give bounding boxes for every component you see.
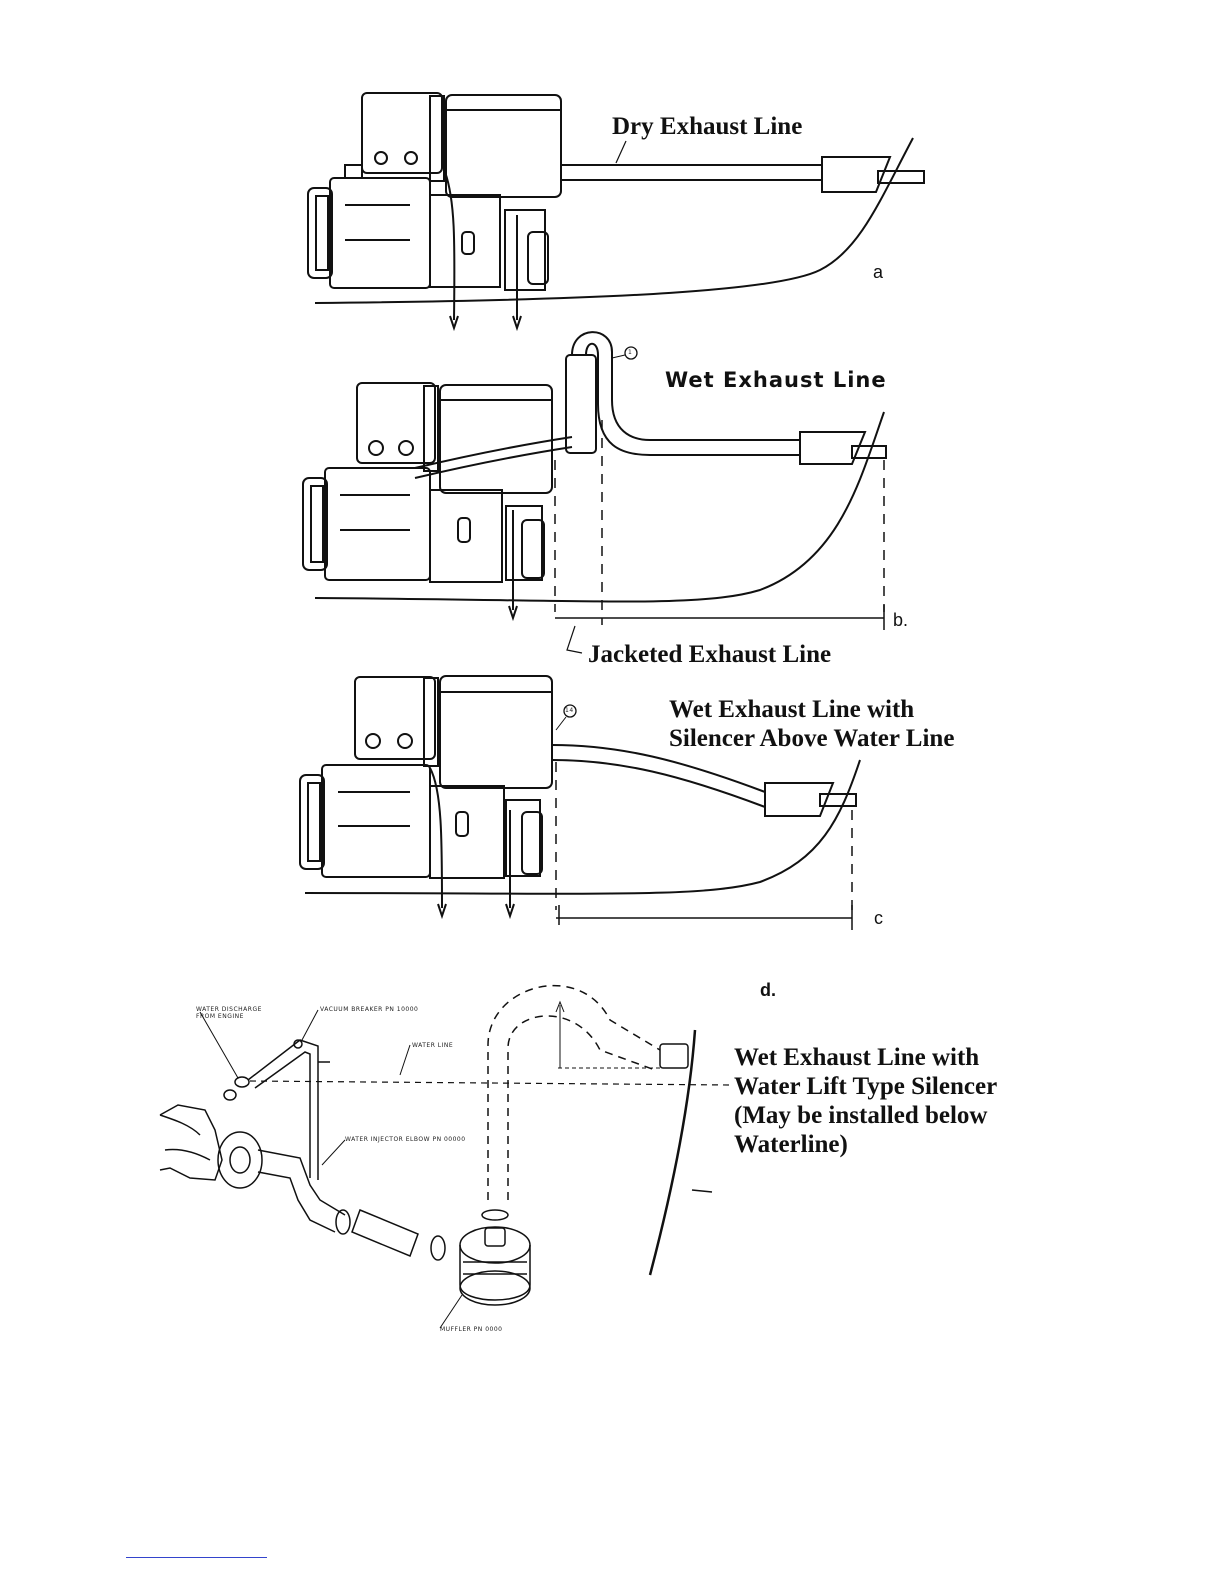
label-dry-exhaust-line: Dry Exhaust Line xyxy=(612,113,803,140)
hull-a xyxy=(314,137,914,304)
small-label-vacuum-breaker: VACUUM BREAKER PN 10000 xyxy=(320,1006,419,1013)
engine-c xyxy=(299,675,553,920)
hull-d xyxy=(648,1029,697,1276)
label-water-lift-line4: Waterline) xyxy=(734,1131,848,1158)
water-lift-muffler xyxy=(459,1209,531,1306)
footer-rule xyxy=(126,1557,267,1558)
figure-letter-c: c xyxy=(874,908,883,928)
vacuum-breaker-loop xyxy=(247,1039,319,1180)
figure-letter-d: d. xyxy=(760,980,776,1000)
label-wet-exhaust-silencer-line2: Silencer Above Water Line xyxy=(669,725,955,752)
figure-d-drawing xyxy=(159,984,731,1329)
small-label-water-line: WATER LINE xyxy=(412,1042,454,1049)
figure-letter-b: b. xyxy=(893,610,909,630)
hull-c xyxy=(304,759,861,895)
engine-a xyxy=(307,92,562,332)
label-wet-exhaust-silencer-line1: Wet Exhaust Line with xyxy=(669,696,915,723)
small-label-water-discharge: WATER DISCHARGE FROM ENGINE xyxy=(196,1006,262,1020)
figure-c-drawing xyxy=(299,675,861,930)
wet-pipe-c xyxy=(551,704,857,817)
engine-block-d xyxy=(159,1104,223,1181)
part-number-b: 1 xyxy=(628,349,633,356)
label-wet-exhaust-line: Wet Exhaust Line xyxy=(665,368,887,392)
part-number-c: 14 xyxy=(565,707,574,714)
small-label-muffler: MUFFLER PN 0000 xyxy=(440,1326,503,1333)
label-water-lift-line1: Wet Exhaust Line with xyxy=(734,1044,980,1071)
engine-b xyxy=(302,382,553,622)
dimension-c xyxy=(555,762,853,910)
jacket-dimension-b xyxy=(554,420,885,625)
small-label-water-injector-elbow: WATER INJECTOR ELBOW PN 00000 xyxy=(345,1136,466,1143)
label-water-lift-line3: (May be installed below xyxy=(734,1102,988,1129)
lift-hose xyxy=(487,984,661,1200)
dry-exhaust-pipe xyxy=(561,140,925,193)
label-jacketed-exhaust-line: Jacketed Exhaust Line xyxy=(588,641,832,668)
figure-letter-a: a xyxy=(873,262,884,282)
wet-riser-b xyxy=(565,331,887,465)
water-line-d xyxy=(249,1080,731,1086)
hull-b xyxy=(314,411,885,603)
figure-b-drawing xyxy=(302,331,887,654)
label-water-lift-line2: Water Lift Type Silencer xyxy=(734,1073,998,1100)
figure-a-drawing xyxy=(307,92,925,332)
